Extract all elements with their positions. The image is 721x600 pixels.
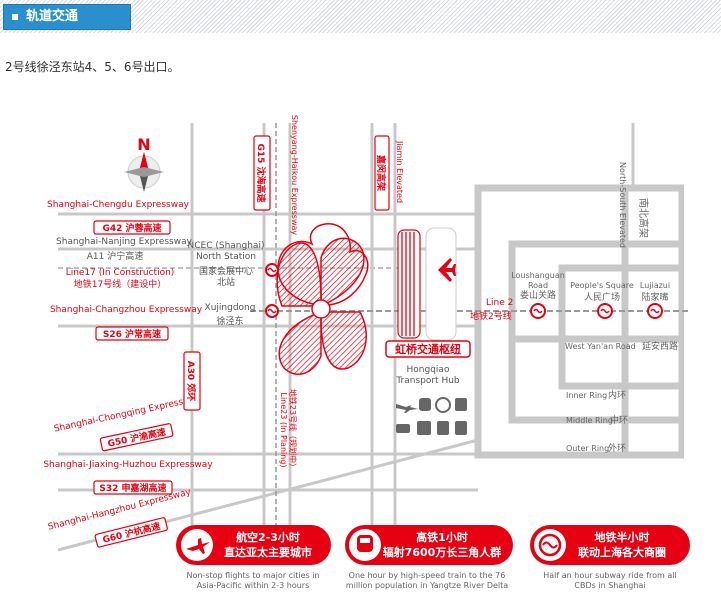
hongqiao-hub-label: 虹桥交通枢纽 <box>385 340 471 358</box>
badge-jiamin: 嘉闵高架 <box>374 135 390 211</box>
xujingdong-en: Xujingdong <box>205 303 256 313</box>
road-a11-en: Shanghai-Nanjing Expressway <box>56 237 193 247</box>
metro-station-icon <box>647 303 663 319</box>
svg-text:million population in Yangtze: million population in Yangtze River Delt… <box>346 581 508 590</box>
badge-g15: G15 沈海高速 <box>253 135 271 211</box>
metro-station-icon <box>597 303 613 319</box>
section-header: 轨道交通 <box>0 0 721 33</box>
feature-train: 高铁1小时 辐射7600万长三角人群 One hour by high-spee… <box>345 525 513 590</box>
transport-mode-icons <box>396 397 467 435</box>
outer-ring-en: Outer Ring <box>566 444 609 453</box>
outer-ring-road <box>474 184 686 459</box>
line23-zh: 地铁23号线（规划中） <box>288 389 298 471</box>
lujiazui-zh: 陆家嘴 <box>641 291 668 303</box>
svg-text:A30 郊环: A30 郊环 <box>185 361 197 402</box>
peoples-zh: 人民广场 <box>584 291 620 303</box>
metro-icon <box>538 533 562 557</box>
west-yanan-zh: 延安西路 <box>642 340 678 352</box>
svg-text:One hour by high-speed train t: One hour by high-speed train to the 76 <box>349 571 506 580</box>
airplane-icon <box>438 258 456 282</box>
svg-text:嘉闵高架: 嘉闵高架 <box>375 154 387 191</box>
shenhai-en: Shenyang-Haikou Expressway <box>290 115 299 235</box>
metro-icon <box>435 397 451 413</box>
line23-en: Line23 (In Planing) <box>279 393 288 468</box>
jiamin-en: Jiamin Elevated <box>395 140 404 203</box>
middle-ring-zh: 中环 <box>610 414 628 426</box>
inner-ring-road <box>558 264 686 390</box>
line2-zh: 地铁2号线 <box>470 310 512 322</box>
svg-text:CBDs in Shanghai: CBDs in Shanghai <box>574 581 645 590</box>
badge-g60: G60 沪杭高速 <box>94 517 168 548</box>
lujiazui-en: Lujiazui <box>640 281 670 290</box>
ncec-zh: 国家会展中心北站 <box>199 265 253 288</box>
line2-en: Line 2 <box>486 298 513 308</box>
svg-text:G50 沪渝高速: G50 沪渝高速 <box>107 426 167 450</box>
city-grid <box>474 184 686 459</box>
svg-text:高铁1小时: 高铁1小时 <box>416 530 468 544</box>
svg-text:虹桥交通枢纽: 虹桥交通枢纽 <box>395 342 461 356</box>
feature-air: 航空2-3小时 直达亚太主要城市 Non-stop flights to maj… <box>176 525 331 590</box>
xujingdong-zh: 徐泾东 <box>216 315 243 327</box>
bus-icon <box>455 398 467 411</box>
nanbei-zh: 南北高架 <box>637 198 650 238</box>
badge-a30: A30 郊环 <box>183 351 201 411</box>
svg-text:Non-stop flights to major citi: Non-stop flights to major cities in <box>186 571 319 580</box>
svg-text:直达亚太主要城市: 直达亚太主要城市 <box>224 545 312 559</box>
ncec-clover <box>276 237 367 375</box>
svg-text:地铁半小时: 地铁半小时 <box>595 530 650 544</box>
ncec-en: NCEC (Shanghai)North Station <box>188 241 265 262</box>
west-yanan-en: West Yan'an Road <box>565 342 636 351</box>
tab-label: 轨道交通 <box>26 9 79 24</box>
road-a11-zh: A11 沪宁高速 <box>87 250 143 262</box>
shuttle-icon <box>455 421 467 435</box>
north-compass-icon: N <box>124 135 164 192</box>
feature-metro: 地铁半小时 联动上海各大商圈 Half an hour subway ride … <box>530 525 690 590</box>
nanbei-en: North-South Elevated <box>618 162 627 248</box>
airplane-icon <box>396 404 418 413</box>
hongqiao-hub-graphic <box>397 227 457 341</box>
road-s26-en: Shanghai-Changzhou Expressway <box>50 305 203 315</box>
inner-ring-zh: 内环 <box>608 389 626 401</box>
road-g50-en: Shanghai-Chongqing Expressway <box>53 393 203 434</box>
svg-text:S26 沪常高速: S26 沪常高速 <box>103 328 161 340</box>
line17-zh: 地铁17号线（建设中） <box>74 278 166 290</box>
road-g42-en: Shanghai-Chengdu Expressway <box>47 200 190 210</box>
coach-icon <box>437 421 449 435</box>
svg-text:辐射7600万长三角人群: 辐射7600万长三角人群 <box>383 545 502 559</box>
loushanguan-zh: 娄山关路 <box>520 289 556 301</box>
car-icon <box>396 424 410 433</box>
peoples-en: People's Square <box>570 281 634 290</box>
train-icon <box>419 398 431 411</box>
svg-text:G15 沈海高速: G15 沈海高速 <box>255 143 267 202</box>
svg-text:联动上海各大商圈: 联动上海各大商圈 <box>578 545 666 559</box>
train-icon <box>357 535 373 552</box>
badge-g50: G50 沪渝高速 <box>99 423 174 452</box>
tab-rail-transit[interactable]: 轨道交通 <box>3 4 131 30</box>
badge-g42: G42 沪蓉高速 <box>93 220 171 235</box>
svg-text:S32 申嘉湖高速: S32 申嘉湖高速 <box>99 482 166 494</box>
line17-en: Line17 (In Construction) <box>66 268 175 278</box>
tab-bullet-icon <box>12 14 18 20</box>
airplane-icon <box>186 538 210 554</box>
exit-info-text: 2号线徐泾东站4、5、6号出口。 <box>5 60 180 74</box>
bus-icon <box>417 421 431 435</box>
road-s32-en: Shanghai-Jiaxing-Huzhou Expressway <box>43 460 213 470</box>
inner-ring-en: Inner Ring <box>566 391 607 400</box>
metro-station-icon <box>530 303 546 319</box>
svg-text:Half an hour subway ride from: Half an hour subway ride from all <box>543 571 676 580</box>
svg-text:G42 沪蓉高速: G42 沪蓉高速 <box>102 222 161 234</box>
badge-s32: S32 申嘉湖高速 <box>93 480 173 495</box>
svg-text:航空2-3小时: 航空2-3小时 <box>236 530 300 544</box>
compass-letter: N <box>137 135 150 154</box>
badge-s26: S26 沪常高速 <box>95 326 169 341</box>
metro-station-icon <box>265 304 279 318</box>
middle-ring-en: Middle Ring <box>566 416 613 425</box>
outer-ring-zh: 外环 <box>608 442 626 454</box>
metro-station-icon <box>265 263 279 277</box>
svg-text:Asia-Pacific within 2-3 hours: Asia-Pacific within 2-3 hours <box>197 581 310 590</box>
